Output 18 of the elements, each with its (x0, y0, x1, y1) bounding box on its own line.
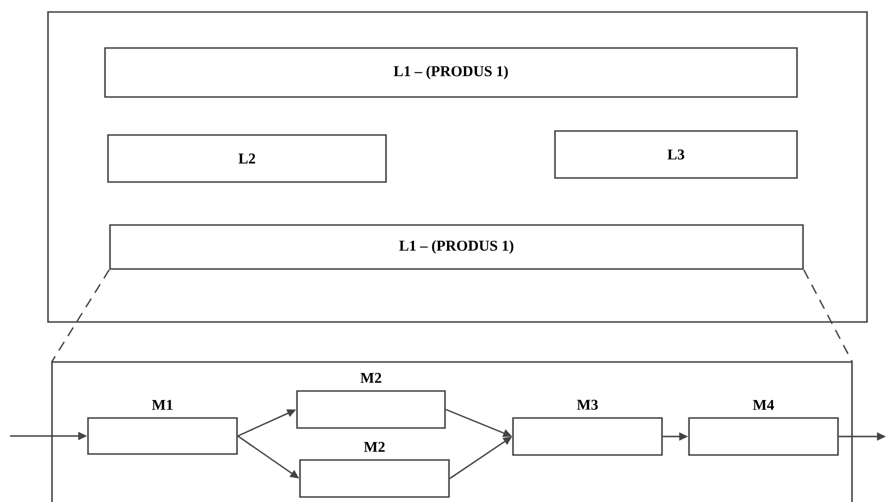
node-label: M2 (364, 442, 385, 452)
process-box: M2 (299, 442, 450, 498)
frame-box (47, 11, 868, 323)
process-box: M4 (688, 400, 839, 456)
process-box: M3 (512, 400, 663, 456)
node-label: M3 (576, 400, 598, 410)
node-label: M2 (360, 372, 382, 383)
process-box: M1 (87, 400, 238, 455)
process-box: L1 – (PRODUS 1) (104, 47, 798, 98)
node-label: M1 (152, 400, 173, 410)
zoom-line (51, 269, 110, 362)
node-label: M4 (752, 400, 774, 410)
zoom-line (803, 269, 853, 362)
process-box: L2 (107, 134, 387, 183)
zoom-panel (51, 361, 853, 502)
process-box: L1 – (PRODUS 1) (109, 224, 804, 270)
process-box: L3 (554, 130, 798, 179)
process-box: M2 (296, 372, 446, 429)
